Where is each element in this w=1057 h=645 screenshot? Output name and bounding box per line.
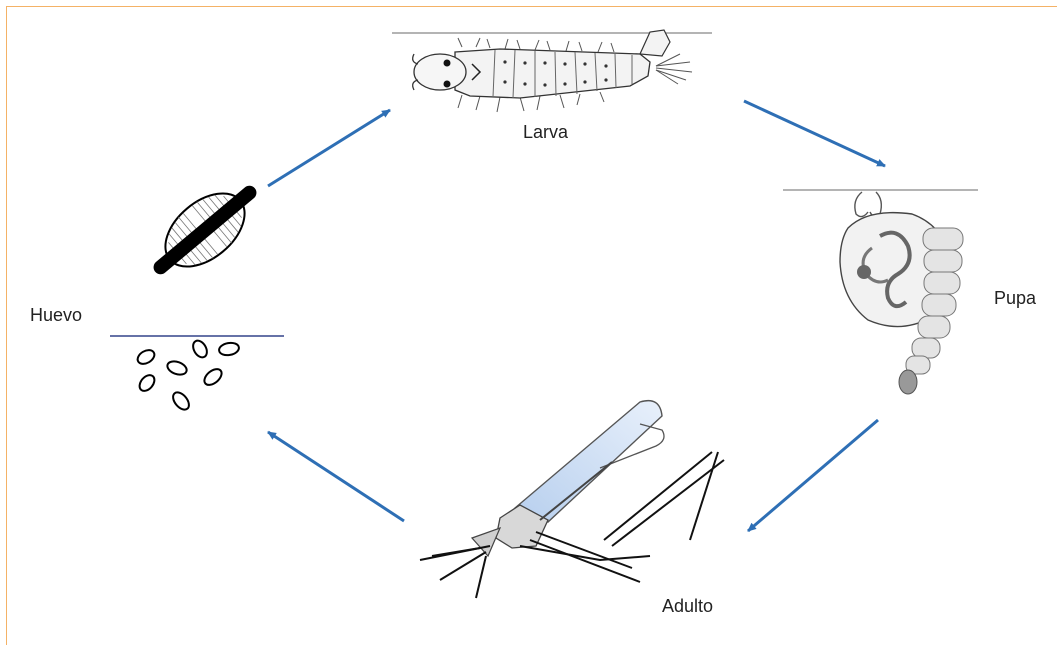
stage-label-huevo: Huevo	[30, 305, 82, 325]
larva-icon	[392, 30, 712, 112]
egg-icon	[143, 171, 268, 288]
arrow-larva-to-pupa	[744, 101, 885, 166]
arrow-adult-to-egg	[268, 432, 404, 521]
stage-label-larva: Larva	[523, 122, 569, 142]
arrow-egg-to-larva	[268, 110, 390, 186]
pupa-icon	[783, 190, 978, 394]
egg-cluster-icon	[110, 336, 284, 413]
stage-label-adulto: Adulto	[662, 596, 713, 616]
mosquito-icon	[420, 401, 724, 598]
stage-label-pupa: Pupa	[994, 288, 1037, 308]
arrow-pupa-to-adult	[748, 420, 878, 531]
